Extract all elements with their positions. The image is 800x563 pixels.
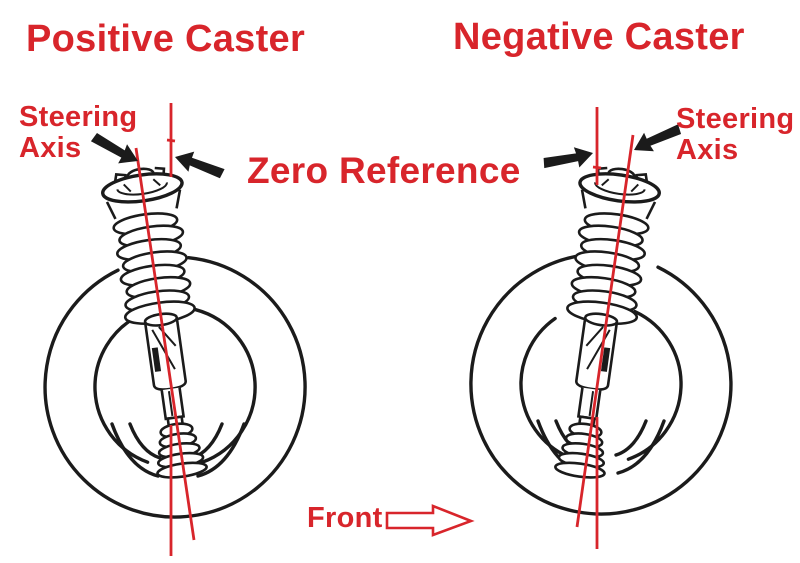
front-label: Front	[307, 502, 383, 534]
zero-reference-pointer-right-icon	[541, 142, 596, 177]
steering-axis-label-right-line1: Steering	[676, 103, 795, 135]
steering-axis-line-left	[134, 147, 196, 541]
zero-reference-line-right	[592, 107, 602, 549]
steering-axis-label-left: Steering Axis	[19, 102, 137, 164]
zero-reference-pointer-left-icon	[172, 146, 227, 182]
front-direction-arrow-icon	[385, 504, 475, 537]
positive-caster-title: Positive Caster	[26, 18, 306, 60]
steering-axis-label-right: Steering Axis	[676, 104, 794, 166]
zero-reference-label: Zero Reference	[247, 150, 521, 191]
steering-axis-line-right	[575, 134, 635, 528]
steering-axis-label-left-line2: Axis	[19, 132, 82, 164]
steering-axis-label-left-line1: Steering	[19, 101, 138, 133]
left-wheel-illustration	[43, 256, 307, 519]
steering-axis-label-right-line2: Axis	[676, 134, 739, 166]
negative-caster-title: Negative Caster	[453, 16, 745, 58]
zero-reference-line-left	[166, 103, 176, 556]
right-wheel-illustration	[469, 253, 733, 516]
right-strut-illustration	[537, 161, 664, 484]
